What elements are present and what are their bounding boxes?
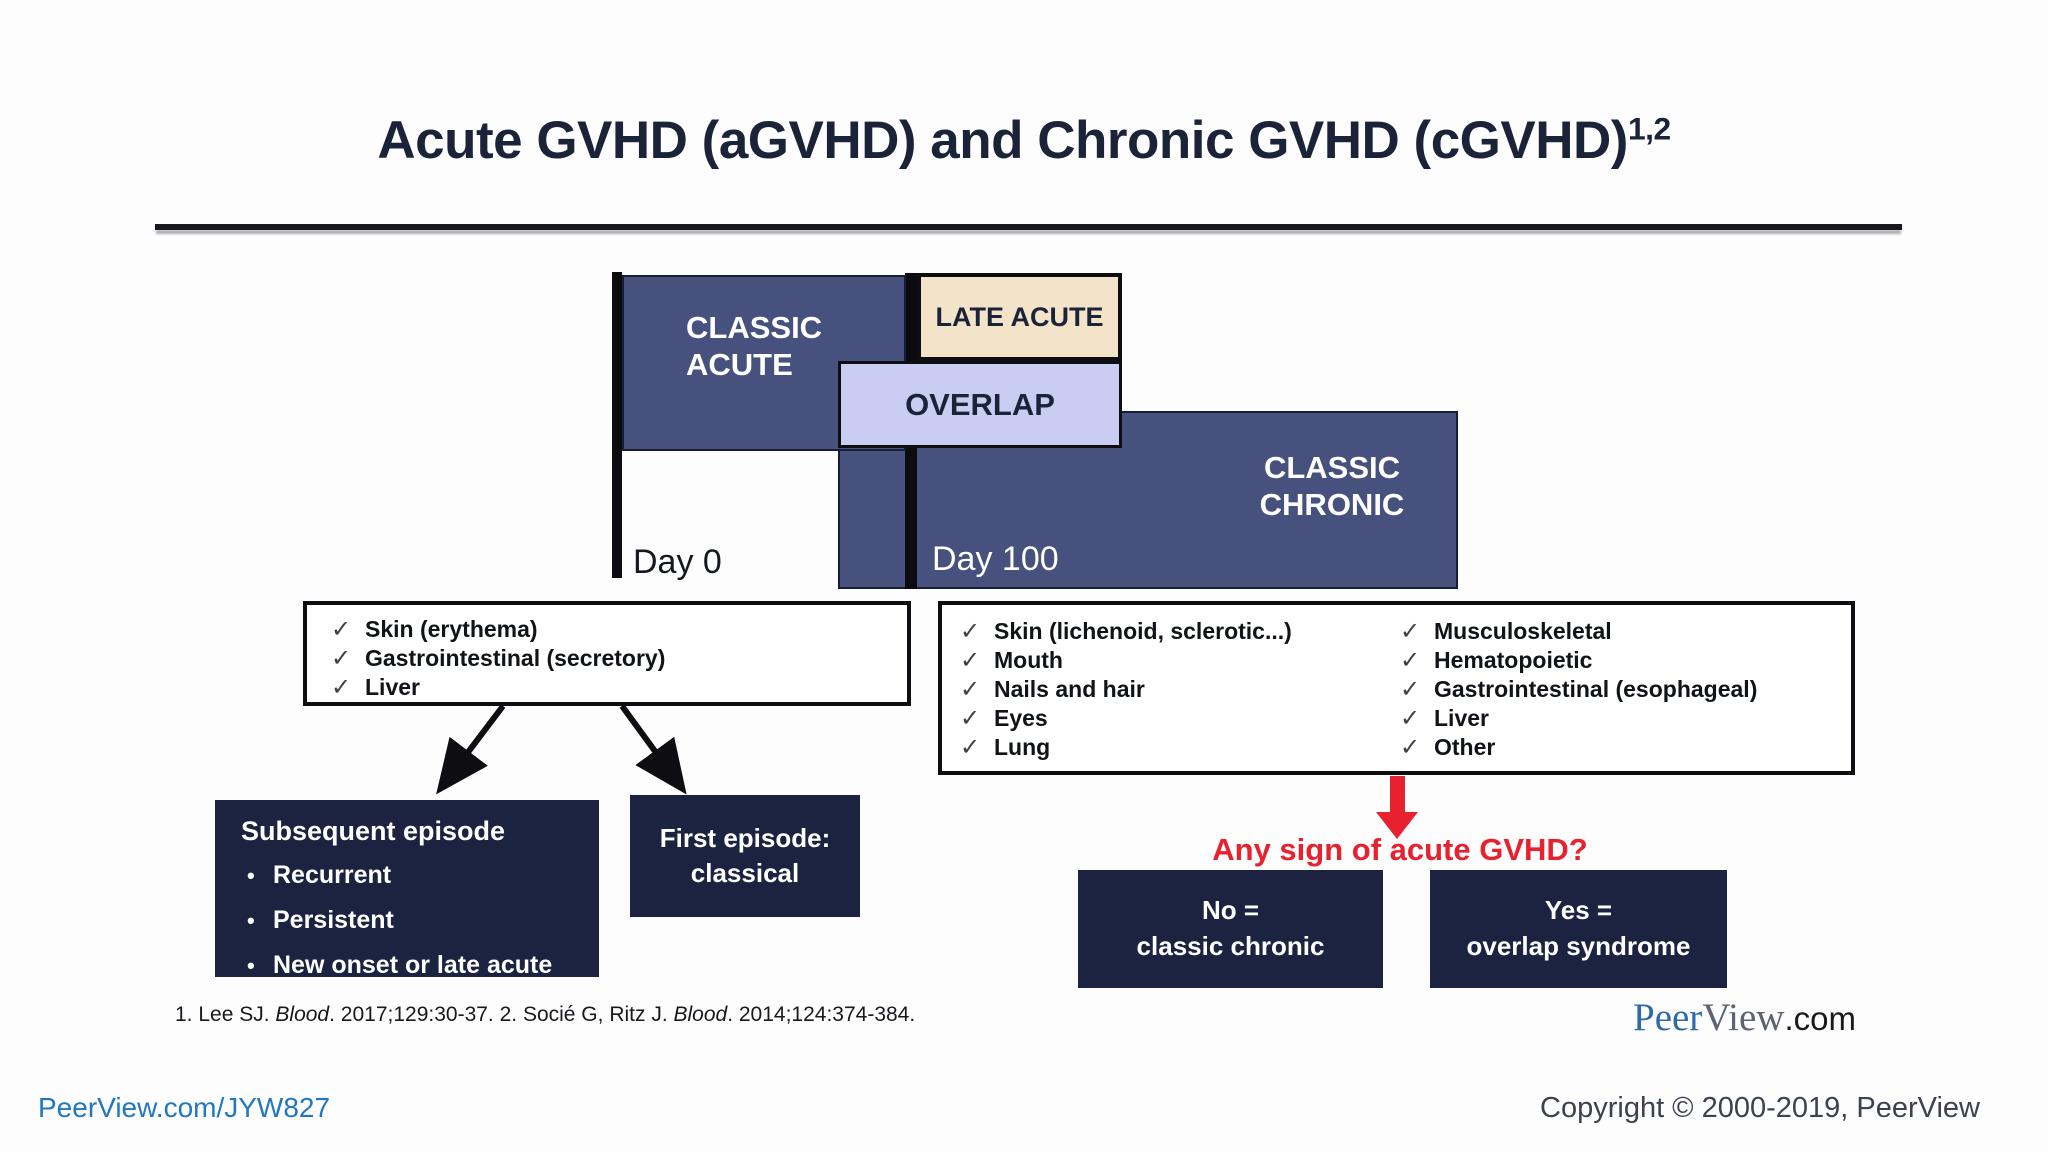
acute-manifestations-box: ✓ Skin (erythema) ✓ Gastrointestinal (secr…: [303, 601, 911, 706]
list-item-label: Liver: [365, 674, 420, 700]
check-icon: ✓: [1400, 647, 1421, 674]
check-icon: ✓: [1400, 705, 1421, 732]
list-item: ✓ Eyes: [960, 704, 1400, 733]
list-item: ✓ Gastrointestinal (esophageal): [1400, 675, 1830, 704]
bullet-item: • New onset or late acute: [241, 951, 589, 996]
bullet-icon: •: [247, 953, 255, 978]
peerview-program-link[interactable]: PeerView.com/JYW827: [38, 1092, 331, 1123]
reference-citation: 1. Lee SJ. Blood. 2017;129:30-37. 2. Soc…: [175, 1003, 916, 1026]
copyright-notice: Copyright © 2000-2019, PeerView: [1540, 1092, 1980, 1124]
arrow-to-first-episode: [619, 704, 687, 795]
list-item: ✓ Hematopoietic: [1400, 646, 1830, 675]
list-item-label: Musculoskeletal: [1434, 618, 1612, 644]
check-icon: ✓: [1400, 734, 1421, 761]
late-acute-box: LATE ACUTE: [917, 273, 1122, 361]
check-icon: ✓: [331, 616, 352, 643]
check-icon: ✓: [1400, 676, 1421, 703]
chronic-column-2: ✓ Musculoskeletal ✓ Hematopoietic ✓ Gastroi…: [1400, 617, 1830, 762]
slide-title: Acute GVHD (aGVHD) and Chronic GVHD (cGV…: [0, 110, 2048, 171]
list-item-label: Liver: [1434, 705, 1489, 731]
check-icon: ✓: [331, 645, 352, 672]
list-item: ✓ Musculoskeletal: [1400, 617, 1830, 646]
list-item: ✓ Skin (erythema): [331, 615, 907, 644]
bullet-icon: •: [247, 863, 255, 888]
check-icon: ✓: [960, 734, 981, 761]
first-episode-box: First episode: classical: [630, 795, 860, 917]
check-icon: ✓: [960, 705, 981, 732]
bullet-label: New onset or late acute: [273, 951, 553, 979]
list-item-label: Eyes: [994, 705, 1048, 731]
classic-acute-label: CLASSIC ACUTE: [686, 310, 823, 383]
chronic-manifestations-box: ✓ Skin (lichenoid, sclerotic...) ✓ Mouth ✓…: [938, 601, 1855, 775]
list-item: ✓ Lung: [960, 733, 1400, 762]
red-arrow-head-icon: [1376, 812, 1418, 839]
day-0-label: Day 0: [633, 543, 722, 581]
list-item: ✓ Liver: [1400, 704, 1830, 733]
list-item: ✓ Nails and hair: [960, 675, 1400, 704]
bullet-item: • Recurrent: [241, 861, 589, 906]
no-classic-chronic-box: No = classic chronic: [1078, 870, 1383, 988]
classic-chronic-label: CLASSIC CHRONIC: [1259, 450, 1405, 523]
acute-gvhd-question: Any sign of acute GVHD?: [1212, 832, 1588, 867]
connector-arrows: [436, 704, 687, 795]
overlap-box: OVERLAP: [838, 361, 1122, 448]
list-item-label: Nails and hair: [994, 676, 1145, 702]
overlap-label: OVERLAP: [905, 386, 1055, 422]
check-icon: ✓: [960, 618, 981, 645]
title-divider: [155, 224, 1902, 230]
subsequent-episode-box: Subsequent episode • Recurrent • Persisten…: [215, 800, 599, 979]
check-icon: ✓: [331, 674, 352, 701]
day-100-label: Day 100: [932, 540, 1059, 578]
list-item: ✓ Skin (lichenoid, sclerotic...): [960, 617, 1400, 646]
list-item-label: Gastrointestinal (esophageal): [1434, 676, 1758, 702]
late-acute-label: LATE ACUTE: [935, 301, 1104, 332]
list-item-label: Skin (erythema): [365, 616, 538, 642]
list-item-label: Skin (lichenoid, sclerotic...): [994, 618, 1292, 644]
list-item-label: Other: [1434, 734, 1496, 760]
subsequent-episode-title: Subsequent episode: [241, 816, 506, 846]
list-item: ✓ Liver: [331, 673, 907, 702]
classic-chronic-box: CLASSIC CHRONIC Day 100: [838, 411, 1458, 589]
list-item-label: Hematopoietic: [1434, 647, 1593, 673]
day-0-timeline-marker: [612, 272, 622, 578]
title-reference-superscript: 1,2: [1627, 110, 1671, 147]
list-item-label: Gastrointestinal (secretory): [365, 645, 666, 671]
bullet-label: Persistent: [273, 906, 394, 934]
list-item-label: Mouth: [994, 647, 1063, 673]
check-icon: ✓: [1400, 618, 1421, 645]
check-icon: ✓: [960, 676, 981, 703]
list-item: ✓ Gastrointestinal (secretory): [331, 644, 907, 673]
list-item-label: Lung: [994, 734, 1051, 760]
list-item: ✓ Mouth: [960, 646, 1400, 675]
bullet-icon: •: [247, 908, 255, 933]
chronic-column-1: ✓ Skin (lichenoid, sclerotic...) ✓ Mouth ✓…: [960, 617, 1400, 762]
bullet-item: • Persistent: [241, 906, 589, 951]
bullet-label: Recurrent: [273, 861, 392, 889]
yes-overlap-syndrome-box: Yes = overlap syndrome: [1430, 870, 1727, 988]
arrow-to-subsequent-episode: [436, 704, 506, 795]
red-arrow-shaft: [1390, 776, 1405, 814]
list-item: ✓ Other: [1400, 733, 1830, 762]
check-icon: ✓: [960, 647, 981, 674]
peerview-logo: PeerView.com: [1633, 996, 1856, 1039]
slide-title-text: Acute GVHD (aGVHD) and Chronic GVHD (cGV…: [377, 111, 1628, 170]
